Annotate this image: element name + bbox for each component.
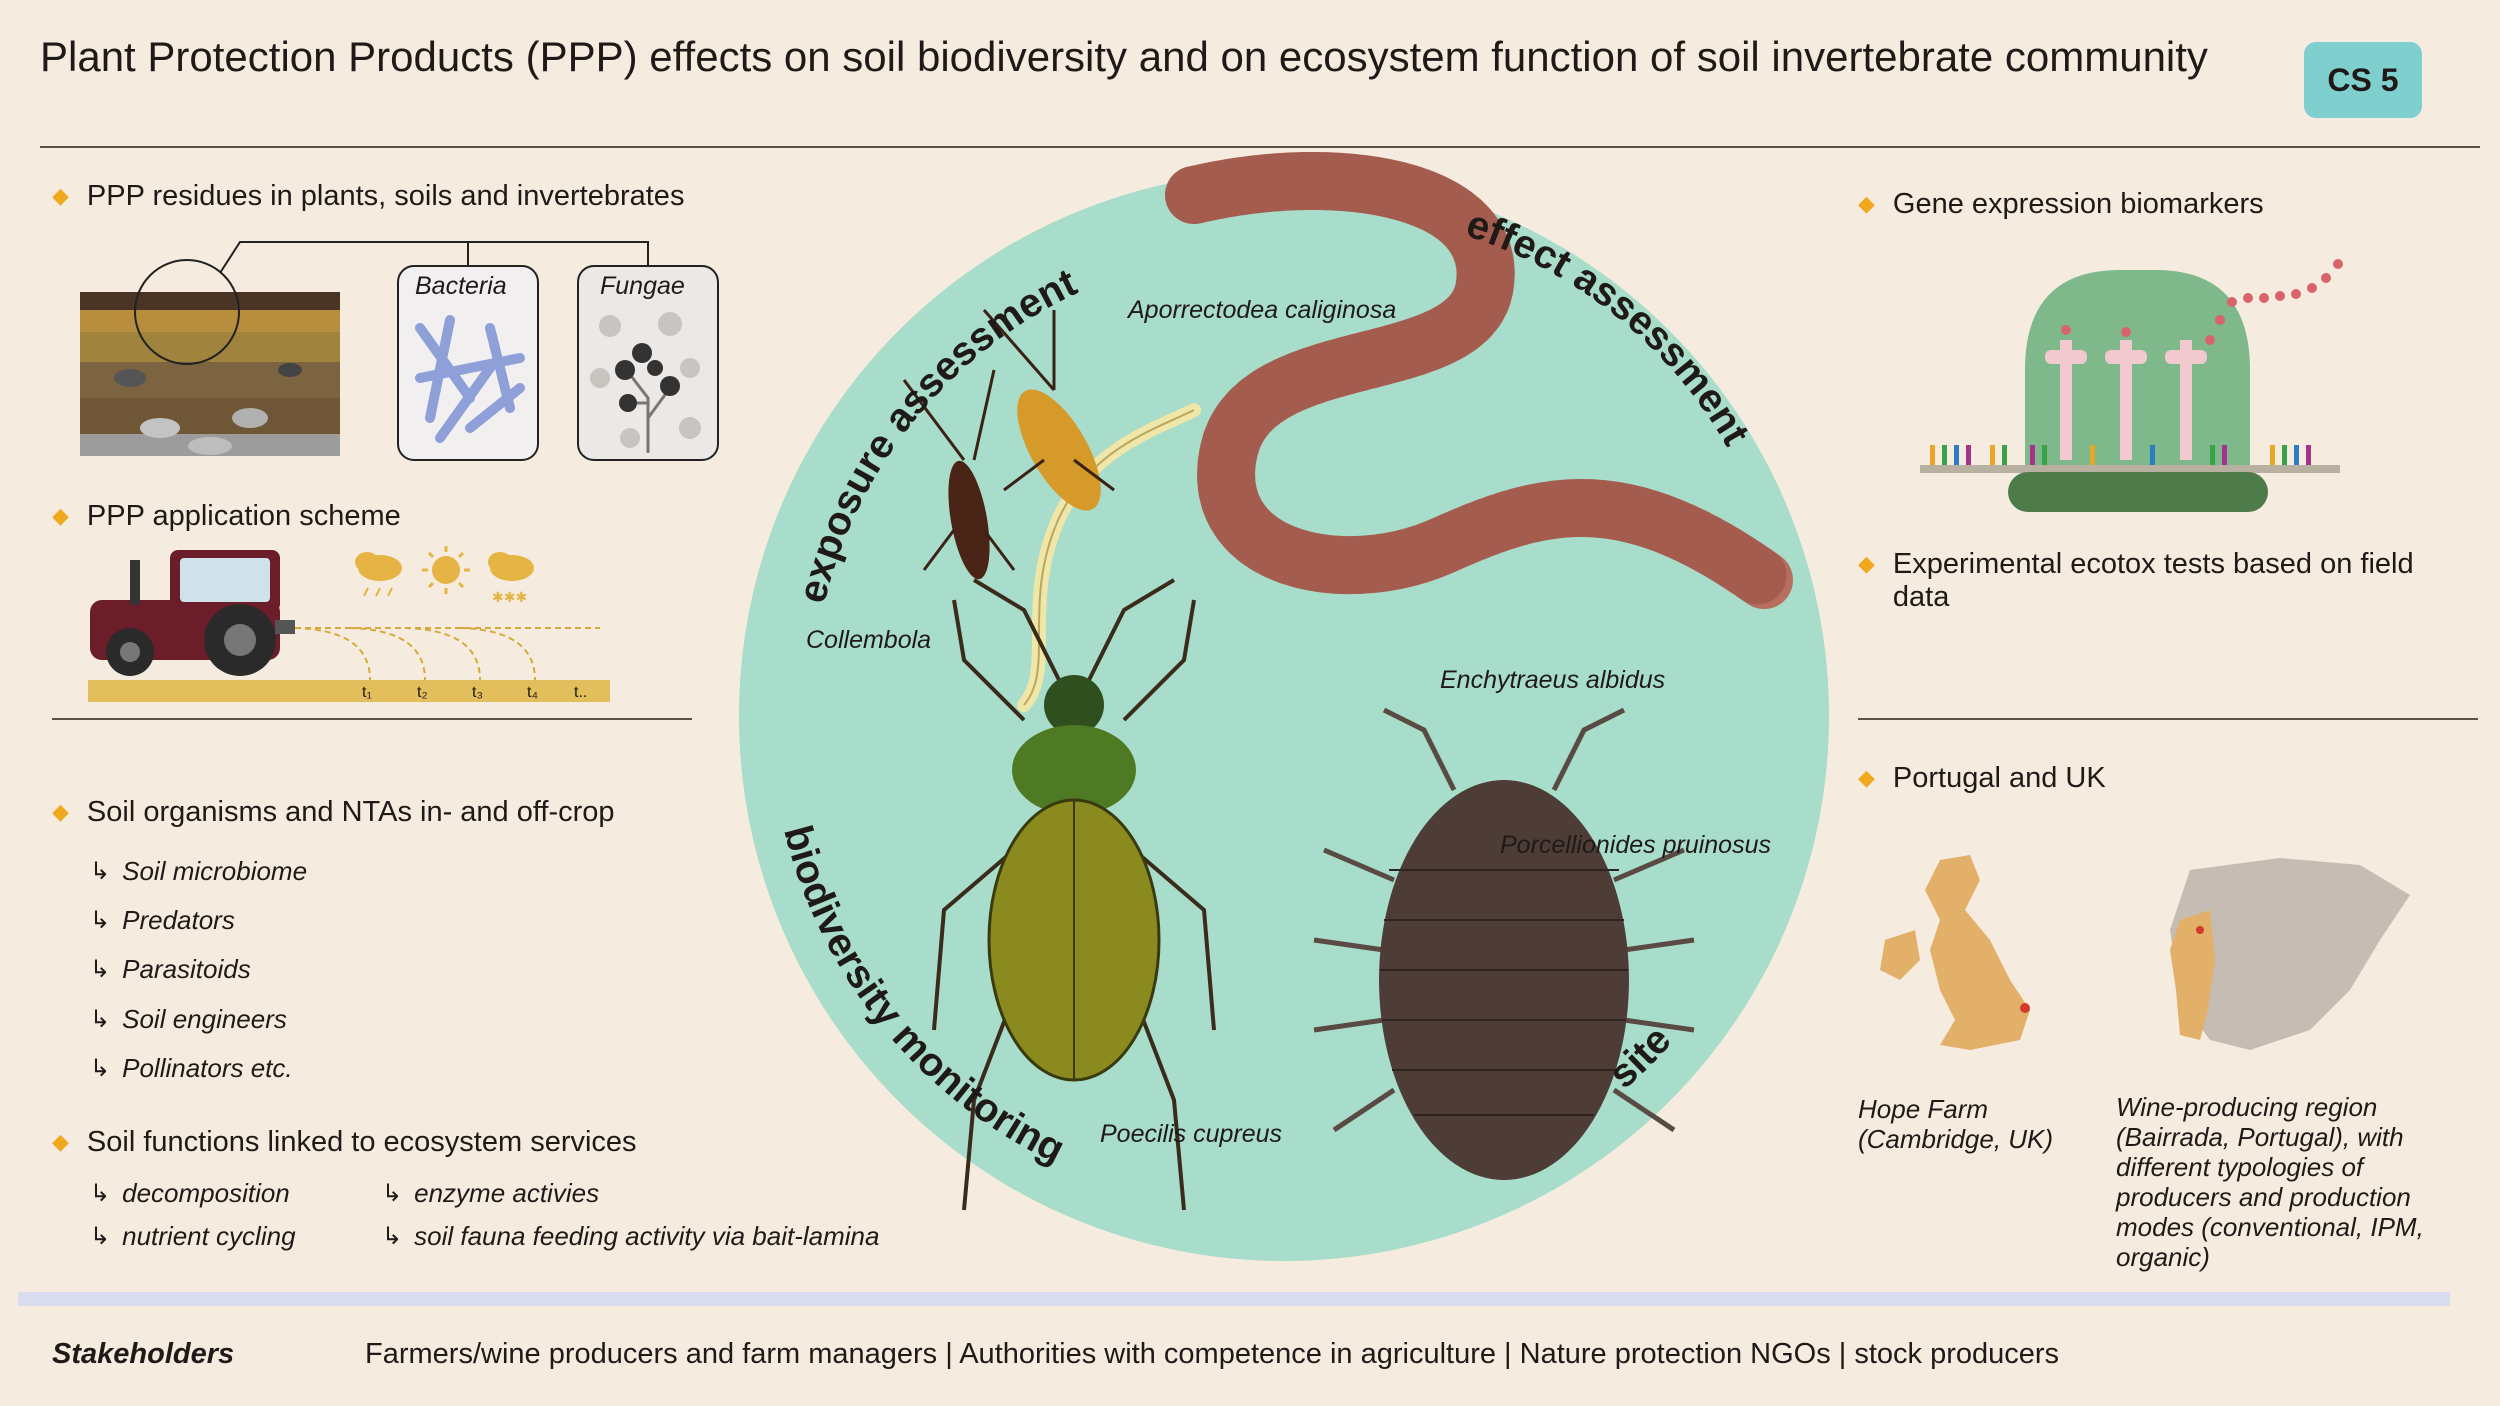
footer-band	[18, 1292, 2450, 1306]
porcellionides-pruinosus-illustration	[1313, 707, 1695, 1180]
return-arrow-icon: ↳	[90, 1223, 111, 1250]
diamond-bullet-icon: ◆	[52, 799, 69, 824]
function-item: ↳soil fauna feeding activity via bait-la…	[382, 1221, 880, 1251]
center-circle-diagram: exposure assessment effect assessment bi…	[739, 152, 1829, 1261]
stakeholders-text: Farmers/wine producers and farm managers…	[365, 1338, 2060, 1370]
return-arrow-icon: ↳	[90, 1055, 111, 1082]
rain-cloud-icon	[355, 552, 402, 597]
fungae-label: Fungae	[600, 272, 685, 300]
timepoint-4: t₄	[527, 684, 538, 701]
return-arrow-icon: ↳	[90, 1180, 111, 1207]
species-label-enchytraeus: Enchytraeus albidus	[1440, 666, 1666, 694]
timepoint-n: t..	[574, 684, 588, 701]
return-arrow-icon: ↳	[90, 858, 111, 885]
diamond-bullet-icon: ◆	[52, 183, 69, 208]
return-arrow-icon: ↳	[90, 956, 111, 983]
return-arrow-icon: ↳	[90, 907, 111, 934]
timepoint-2: t₂	[417, 684, 428, 701]
ecotox-heading: ◆ Experimental ecotox tests based on fie…	[1858, 548, 2414, 613]
organisms-heading: ◆ Soil organisms and NTAs in- and off-cr…	[52, 796, 615, 828]
poecilis-cupreus-illustration	[932, 578, 1216, 1211]
function-item: ↳nutrient cycling	[90, 1221, 296, 1251]
snow-cloud-icon: ✱✱✱	[488, 552, 534, 606]
sun-icon	[422, 546, 470, 594]
gene-expression-heading: ◆ Gene expression biomarkers	[1858, 188, 2264, 220]
timepoint-1: t₁	[362, 684, 372, 701]
spain-map-icon	[2170, 858, 2410, 1050]
diamond-bullet-icon: ◆	[1858, 191, 1875, 216]
diamond-bullet-icon: ◆	[1858, 765, 1875, 790]
function-item: ↳decomposition	[90, 1178, 290, 1208]
functions-heading: ◆ Soil functions linked to ecosystem ser…	[52, 1126, 637, 1158]
return-arrow-icon: ↳	[382, 1223, 403, 1250]
ireland-map-icon	[1880, 930, 1920, 980]
case-study-badge: CS 5	[2304, 42, 2422, 118]
organism-item: ↳Soil engineers	[90, 1004, 287, 1034]
gene-expression-illustration	[1920, 259, 2343, 512]
diamond-bullet-icon: ◆	[1858, 551, 1875, 576]
residues-heading: ◆ PPP residues in plants, soils and inve…	[52, 180, 685, 212]
organism-item: ↳Parasitoids	[90, 954, 251, 984]
uk-site-caption: Hope Farm (Cambridge, UK)	[1858, 1094, 2054, 1154]
stakeholders-label: Stakeholders	[52, 1338, 235, 1370]
timepoint-3: t₃	[472, 684, 483, 701]
species-label-porcellionides: Porcellionides pruinosus	[1500, 831, 1771, 859]
sites-heading: ◆ Portugal and UK	[1858, 762, 2106, 794]
page-title: Plant Protection Products (PPP) effects …	[40, 33, 2208, 80]
organism-item: ↳Predators	[90, 905, 235, 935]
residues-illustration	[80, 241, 719, 461]
species-label-poecilis: Poecilis cupreus	[1100, 1120, 1283, 1148]
svg-text:✱✱✱: ✱✱✱	[492, 590, 527, 606]
species-label-earthworm: Aporrectodea caliginosa	[1128, 296, 1397, 324]
country-maps-illustration	[1880, 855, 2410, 1050]
organism-item: ↳Pollinators etc.	[90, 1053, 293, 1083]
diamond-bullet-icon: ◆	[52, 503, 69, 528]
uk-map-icon	[1925, 855, 2030, 1050]
header-divider	[40, 146, 2480, 148]
portugal-map-icon	[2170, 910, 2215, 1040]
collembola-illustration	[902, 309, 1115, 580]
left-divider	[52, 718, 692, 720]
diamond-bullet-icon: ◆	[52, 1129, 69, 1154]
portugal-site-caption: Wine-producing region (Bairrada, Portuga…	[2116, 1092, 2424, 1272]
application-heading: ◆ PPP application scheme	[52, 500, 401, 532]
application-scheme-illustration: ✱✱✱	[88, 546, 610, 702]
function-item: ↳enzyme activies	[382, 1178, 600, 1208]
return-arrow-icon: ↳	[90, 1006, 111, 1033]
species-label-collembola: Collembola	[806, 626, 932, 654]
bacteria-label: Bacteria	[415, 272, 507, 300]
return-arrow-icon: ↳	[382, 1180, 403, 1207]
right-divider	[1858, 718, 2478, 720]
organism-item: ↳Soil microbiome	[90, 856, 308, 886]
